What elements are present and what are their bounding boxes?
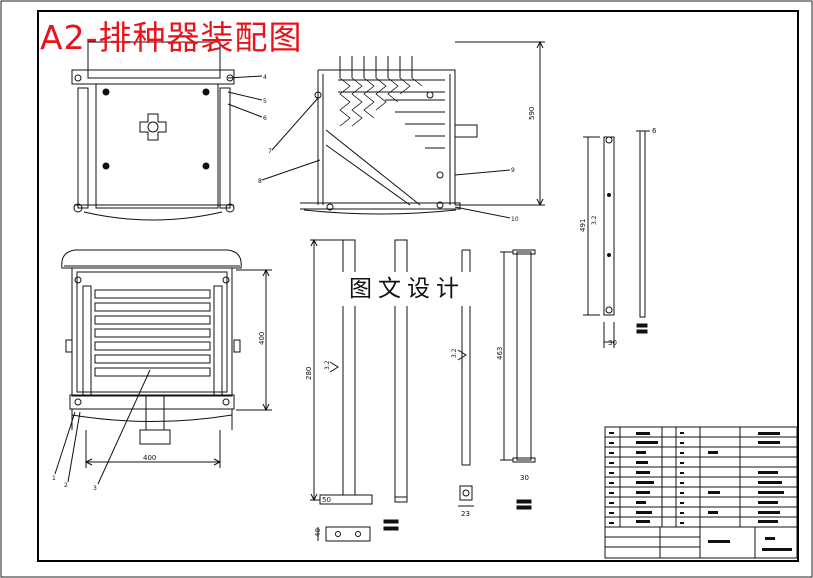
roughness-mark-1: 3.2 xyxy=(324,360,331,370)
link-foot-dim: 50 xyxy=(322,496,331,504)
link-parts xyxy=(310,238,536,542)
balloon-2: 2 xyxy=(64,482,68,489)
lug-width-dim: 40 xyxy=(314,528,322,537)
balloon-1: 1 xyxy=(52,475,56,482)
roughness-mark-3: 3.2 xyxy=(591,215,598,225)
drawing-title: A2-排种器装配图 xyxy=(40,18,303,57)
rod-length-dim: 463 xyxy=(496,347,504,360)
front-width-dim: 400 xyxy=(143,454,156,462)
side-height-dim: 590 xyxy=(528,107,536,120)
rod-foot-dim: 30 xyxy=(520,474,529,482)
balloon-7: 7 xyxy=(268,148,272,155)
balloon-6: 6 xyxy=(263,115,267,122)
front-height-dim: 400 xyxy=(258,332,266,345)
plate-height-dim: 491 xyxy=(579,219,587,232)
balloon-3: 3 xyxy=(93,485,97,492)
watermark: 图文设计 xyxy=(332,272,482,306)
plate-width-dim: 6 xyxy=(652,127,657,135)
title-block xyxy=(604,426,798,559)
balloon-10: 10 xyxy=(511,216,519,223)
title-block-fills xyxy=(609,432,792,551)
side-plate-view xyxy=(583,130,650,348)
balloon-4: 4 xyxy=(263,74,267,81)
side-section-view xyxy=(261,40,545,219)
roughness-mark-2: 3.2 xyxy=(451,348,458,358)
lug-side-dim: 23 xyxy=(461,510,470,518)
balloon-9: 9 xyxy=(511,167,515,174)
top-view xyxy=(71,41,263,221)
link-height-dim: 280 xyxy=(305,367,313,380)
balloon-5: 5 xyxy=(263,98,267,105)
balloon-8: 8 xyxy=(258,178,262,185)
front-view xyxy=(54,249,272,485)
plate-foot-dim: 30 xyxy=(608,339,617,347)
inner-border xyxy=(37,10,799,562)
